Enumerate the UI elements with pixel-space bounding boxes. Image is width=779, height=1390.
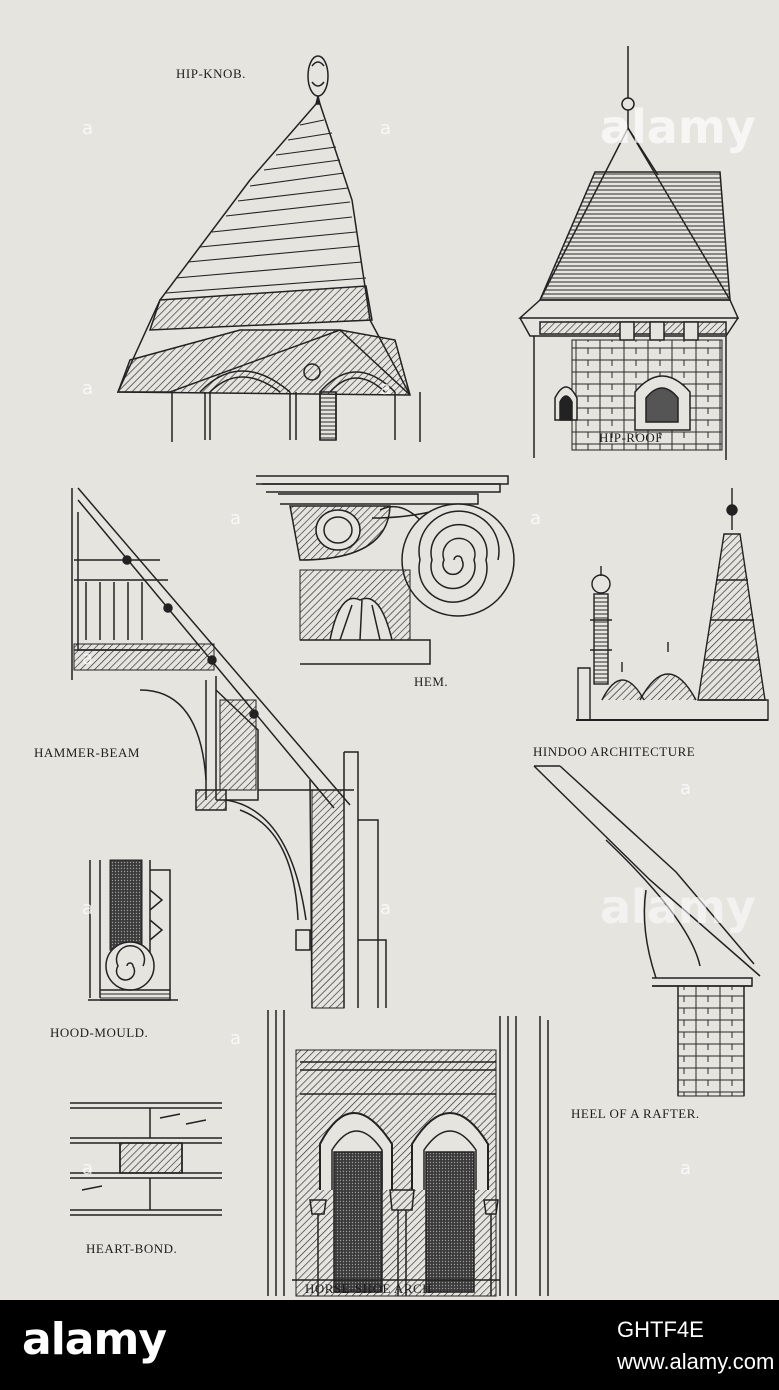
footer-bar: [0, 1300, 779, 1390]
watermark-mark: a: [680, 778, 692, 799]
hindoo-architecture-drawing: [576, 488, 769, 721]
hammer-beam-drawing: [71, 487, 387, 1009]
watermark-alamy-bottom: alamy: [600, 880, 756, 934]
watermark-mark: a: [380, 118, 392, 139]
label-hem: HEM.: [414, 674, 449, 689]
horse-shoe-arch-drawing: [267, 1010, 549, 1297]
label-horse-shoe-arch: HORSE-SHOE ARCH.: [305, 1281, 436, 1296]
watermark-alamy-top: alamy: [600, 100, 756, 154]
image-id: GHTF4E: [617, 1317, 704, 1342]
watermark-mark: a: [380, 378, 392, 399]
label-hip-knob: HIP-KNOB.: [176, 66, 246, 81]
label-hood-mould: HOOD-MOULD.: [50, 1025, 149, 1040]
watermark-mark: a: [82, 1158, 94, 1179]
watermark-mark: a: [82, 378, 94, 399]
label-hindoo-architecture: HINDOO ARCHITECTURE: [533, 744, 696, 759]
watermark-mark: a: [230, 1028, 242, 1049]
watermark-mark: a: [380, 898, 392, 919]
heel-of-a-rafter-drawing: [533, 765, 761, 1097]
watermark-mark: a: [680, 1158, 692, 1179]
watermark-mark: a: [82, 648, 94, 669]
hip-roof-drawing: [518, 46, 740, 460]
hem-drawing: [256, 475, 515, 665]
heart-bond-drawing: [70, 1102, 222, 1216]
hip-knob-drawing: [116, 55, 421, 442]
brand-logo: alamy: [22, 1314, 167, 1365]
label-heel-of-a-rafter: HEEL OF A RAFTER.: [571, 1106, 700, 1121]
label-hip-roof: HIP-ROOF: [599, 430, 663, 445]
hood-mould-drawing: [88, 859, 178, 1001]
watermark-mark: a: [82, 898, 94, 919]
watermark-mark: a: [230, 508, 242, 529]
engraving-page: HIP-KNOB. HIP-ROOF HEM. HAMMER-BEAM HIND…: [34, 46, 769, 1297]
watermark-mark: a: [82, 118, 94, 139]
architectural-illustrations: [70, 46, 769, 1297]
site-url: www.alamy.com: [617, 1349, 775, 1374]
label-heart-bond: HEART-BOND.: [86, 1241, 178, 1256]
label-hammer-beam: HAMMER-BEAM: [34, 745, 140, 760]
watermark-mark: a: [530, 508, 542, 529]
